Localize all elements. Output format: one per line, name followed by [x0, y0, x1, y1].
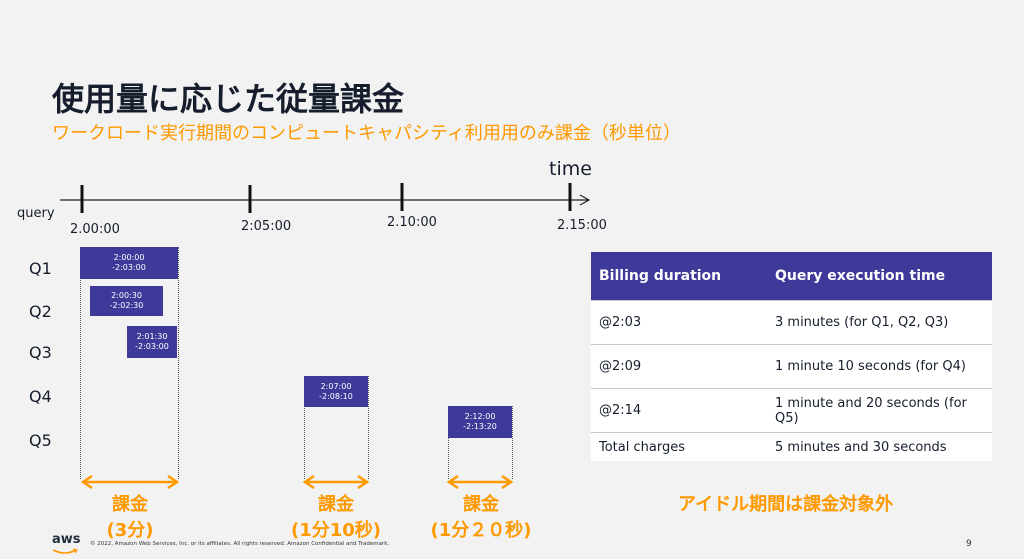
- axis-time-label: time: [549, 158, 592, 180]
- query-bar-q3: 2:01:30-2:03:00: [127, 326, 177, 358]
- query-bar-q4: 2:07:00-2:08:10: [304, 376, 368, 407]
- billing-table: Billing duration Query execution time @2…: [591, 252, 992, 461]
- tick-label-4: 2.15:00: [557, 218, 607, 233]
- charge-arrows: [80, 474, 514, 490]
- table-cell: 5 minutes and 30 seconds: [767, 432, 992, 461]
- guide-line: [304, 376, 305, 479]
- table-row-total: Total charges 5 minutes and 30 seconds: [591, 432, 992, 461]
- charge-label-1: 課金(3分): [106, 494, 154, 541]
- copyright-text: © 2022, Amazon Web Services, Inc. or its…: [90, 541, 390, 547]
- tick-label-2: 2:05:00: [241, 219, 292, 234]
- guide-line: [512, 406, 513, 479]
- aws-smile-icon: [52, 548, 78, 554]
- idle-note: アイドル期間は課金対象外: [678, 494, 894, 515]
- table-cell: 1 minute and 20 seconds (for Q5): [767, 388, 992, 433]
- page-number: 9: [966, 539, 972, 549]
- table-cell: @2:03: [591, 300, 767, 345]
- table-cell: Total charges: [591, 432, 767, 461]
- query-bar-q5: 2:12:00-2:13:20: [448, 406, 512, 438]
- table-row: @2:09 1 minute 10 seconds (for Q4): [591, 344, 992, 389]
- table-cell: 3 minutes (for Q1, Q2, Q3): [767, 300, 992, 345]
- guide-line: [178, 247, 179, 479]
- query-bar-q1: 2:00:00-2:03:00: [80, 247, 178, 279]
- axis-query-label: query: [17, 206, 55, 221]
- aws-logo: aws: [52, 532, 81, 547]
- table-row: @2:03 3 minutes (for Q1, Q2, Q3): [591, 300, 992, 345]
- query-label-q1: Q1: [29, 259, 52, 278]
- tick-label-1: 2.00:00: [70, 222, 120, 237]
- charge-label-2: 課金(1分10秒): [290, 494, 382, 541]
- query-label-q5: Q5: [29, 431, 52, 450]
- guide-line: [448, 406, 449, 479]
- table-cell: 1 minute 10 seconds (for Q4): [767, 344, 992, 389]
- query-label-q2: Q2: [29, 302, 52, 321]
- tick-label-3: 2.10:00: [387, 215, 437, 230]
- timeline-arrow: [579, 194, 591, 206]
- query-label-q3: Q3: [29, 343, 52, 362]
- table-header-cell: Billing duration: [591, 252, 767, 301]
- query-label-q4: Q4: [29, 387, 52, 406]
- guide-line: [368, 376, 369, 479]
- charge-label-3: 課金(1分２０秒): [430, 494, 532, 541]
- table-header-row: Billing duration Query execution time: [591, 252, 992, 301]
- guide-line: [80, 247, 81, 479]
- table-header-cell: Query execution time: [767, 252, 992, 301]
- table-cell: @2:14: [591, 388, 767, 433]
- table-cell: @2:09: [591, 344, 767, 389]
- page-title: 使用量に応じた従量課金: [52, 80, 405, 118]
- table-row: @2:14 1 minute and 20 seconds (for Q5): [591, 388, 992, 433]
- query-bar-q2: 2:00:30-2:02:30: [90, 286, 163, 316]
- page-subtitle: ワークロード実行期間のコンピュートキャパシティ利用用のみ課金（秒単位）: [52, 123, 681, 144]
